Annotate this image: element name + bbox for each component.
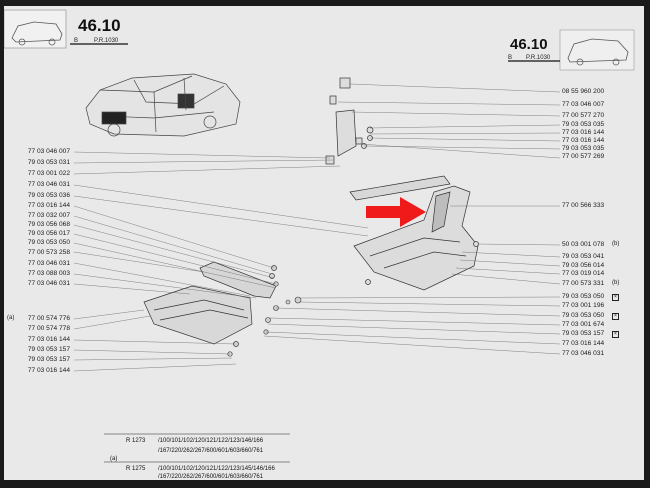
leader-lines-left	[73, 151, 369, 372]
part-number-right: 79 03 053 157	[562, 330, 605, 337]
upper-bracket-drawing	[325, 77, 374, 165]
part-number-left: 77 03 046 031	[27, 260, 70, 267]
part-number-right: 08 55 960 200	[562, 88, 605, 95]
body-shell-drawing	[85, 73, 241, 137]
part-number-right: 77 03 019 014	[562, 270, 605, 277]
part-number-left: 77 03 046 031	[27, 181, 70, 188]
part-number-left: 77 03 016 144	[27, 367, 70, 374]
part-number-left: 79 03 053 036	[27, 192, 70, 199]
table-row-codes: /100/101/102/120/121/122/123/145/146/166	[158, 466, 275, 472]
cross-box-symbol: ×	[612, 331, 619, 338]
part-number-left: 79 03 053 031	[27, 159, 70, 166]
part-number-left: 77 03 016 144	[27, 202, 70, 209]
table-row-codes: /100/101/102/120/121/122/123/146/166	[158, 438, 264, 444]
central-fasteners	[263, 296, 302, 335]
note-mark-a: (a)	[7, 315, 15, 321]
part-number-right: 77 00 577 269	[562, 153, 605, 160]
part-number-left: 77 03 016 144	[27, 336, 70, 343]
part-number-right: 79 03 053 035	[562, 121, 605, 128]
part-number-right: 79 03 053 041	[562, 253, 605, 260]
page-code-left: 46.10	[78, 16, 121, 35]
part-number-left: 79 03 053 050	[27, 239, 70, 246]
page-code-right: 46.10	[510, 36, 548, 53]
cross-member-drawing	[349, 175, 451, 201]
part-number-left: 77 00 574 776	[27, 315, 70, 322]
catalog-page: 46.10 B P.R.1030 46.10 B P.R.1030 08 55 …	[4, 6, 644, 480]
table-note-mark: (a)	[110, 456, 118, 462]
note-mark-b: (b)	[612, 280, 620, 286]
part-number-right: 50 03 001 078	[562, 241, 605, 248]
part-number-left: 77 03 032 007	[27, 212, 70, 219]
page-sub-b-right: B	[508, 55, 513, 61]
part-number-left: 79 03 056 017	[27, 230, 70, 237]
part-number-right: 79 03 053 035	[562, 145, 605, 152]
page-sub-b-left: B	[74, 38, 79, 44]
part-number-right: 77 03 016 144	[562, 340, 605, 347]
table-row-codes: /167/220/262/267/600/601/603/660/761	[158, 474, 264, 480]
part-number-right: 77 03 001 674	[562, 321, 605, 328]
part-number-right: 77 03 001 196	[562, 302, 605, 309]
cross-box-symbol: ×	[612, 294, 619, 301]
part-number-left: 77 00 574 778	[27, 325, 70, 332]
part-number-right: 77 03 046 007	[562, 101, 605, 108]
part-number-right: 79 03 053 050	[562, 312, 605, 319]
part-number-right: 77 03 016 144	[562, 137, 605, 144]
part-number-right: 77 00 573 331	[562, 280, 605, 287]
table-row-label: R 1275	[126, 466, 146, 472]
page-sub-pr-left: P.R.1030	[94, 38, 119, 44]
part-number-right: 77 03 046 031	[562, 350, 605, 357]
part-number-left: 79 03 056 068	[27, 221, 70, 228]
part-number-right: 77 03 016 144	[562, 129, 605, 136]
cross-box-symbol: ×	[612, 313, 619, 320]
part-number-left: 77 03 001 022	[27, 170, 70, 177]
table-row-codes: /167/220/262/267/600/601/603/660/761	[158, 448, 264, 454]
table-row-label: R 1273	[126, 438, 146, 444]
part-number-left: 77 03 046 007	[27, 148, 70, 155]
part-number-right: 79 03 053 050	[562, 293, 605, 300]
part-number-left: 77 03 046 031	[27, 280, 70, 287]
part-number-left: 77 03 088 003	[27, 270, 70, 277]
left-underbody-shield	[143, 285, 253, 357]
car-thumbnail-left	[4, 9, 635, 463]
red-arrow-icon	[366, 197, 426, 227]
part-number-right: 77 00 566 333	[562, 202, 605, 209]
page-sub-pr-right: P.R.1030	[526, 55, 551, 61]
part-number-left: 79 03 053 157	[27, 356, 70, 363]
part-number-left: 79 03 053 157	[27, 346, 70, 353]
part-number-right: 79 03 056 014	[562, 262, 605, 269]
note-mark-b: (b)	[612, 241, 620, 247]
part-number-right: 77 00 577 270	[562, 112, 605, 119]
part-number-left: 77 00 573 258	[27, 249, 70, 256]
leader-lines-right	[263, 83, 561, 355]
